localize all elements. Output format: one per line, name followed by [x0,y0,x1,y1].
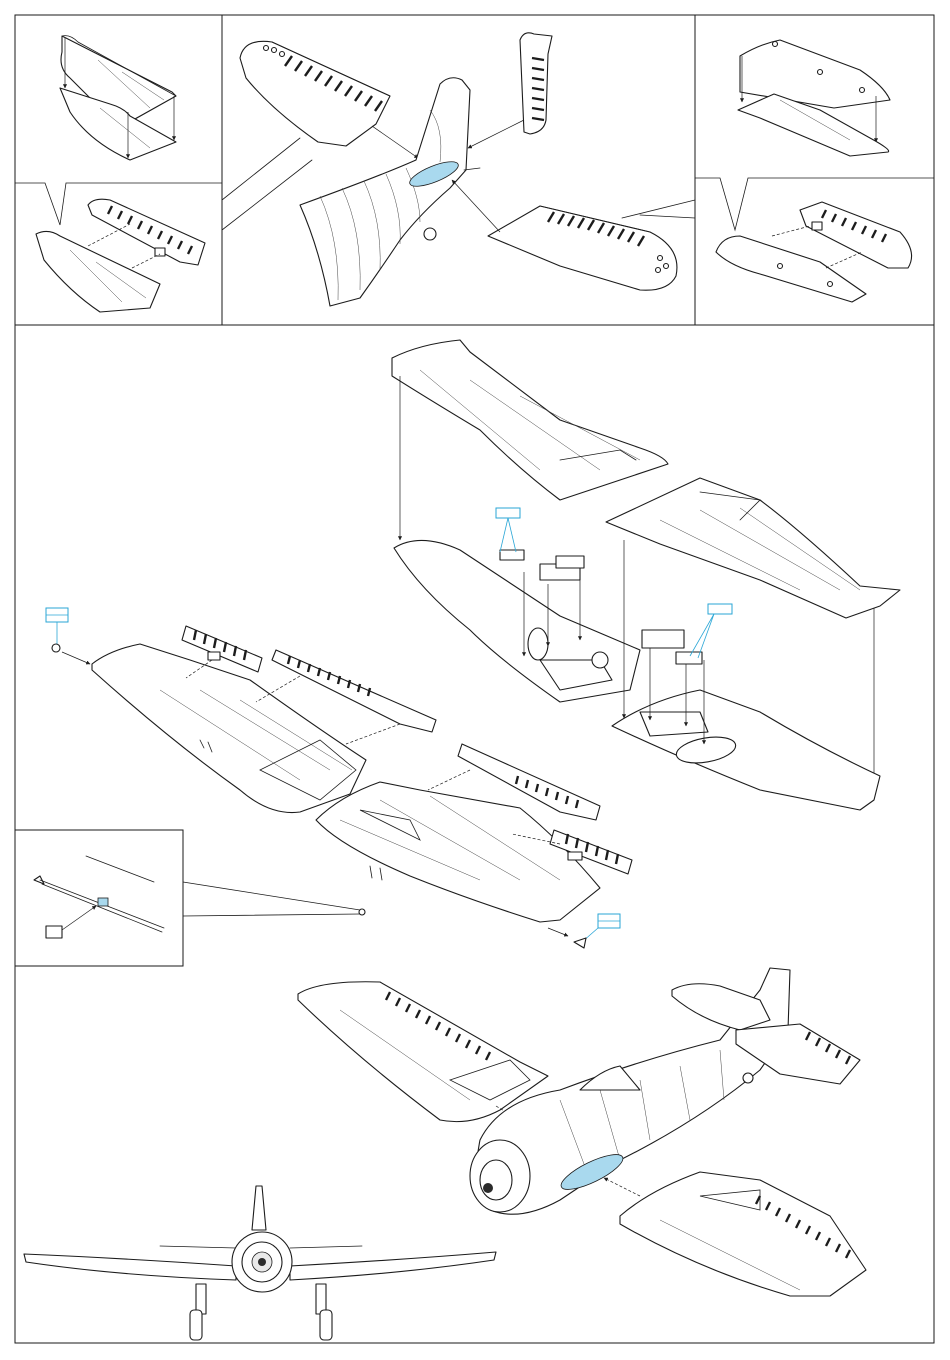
panel-top-left [36,36,205,312]
panel-main [15,340,900,1340]
elevator-rib-panel-right [452,180,677,290]
elevator-rib-panel-small-right [800,202,912,268]
right-wing-assembled [604,1172,866,1296]
panel-top-right [716,40,912,302]
front-left-wing [24,1254,236,1280]
wing-upper-skin-left [392,340,668,540]
callout-box-1 [496,508,520,552]
callout-box-3 [46,608,68,646]
callout-box-4 [582,914,620,942]
tail-wheel [424,228,436,240]
tail-wheel-assembled [743,1073,753,1083]
aircraft-three-quarter-view [298,968,866,1296]
front-right-wing [290,1252,496,1280]
callout-box-2 [690,604,732,658]
elevator-rib-panel-upper [240,41,418,158]
front-vertical-tail [252,1186,266,1230]
aircraft-front-view [24,1186,496,1340]
wing-lower-panel-right [612,648,880,810]
panel-top-center [240,33,677,306]
front-right-wheel [320,1310,332,1340]
rudder-rib-panel [468,33,552,148]
bracket-parts-right [642,630,702,664]
wing-lower-panel-left [394,540,640,702]
detail-inset [15,830,365,966]
front-left-wheel [190,1310,202,1340]
elevator-rib-panel-small [88,199,205,265]
wingtip-light-right [574,938,586,948]
bracket-parts-left [500,550,584,580]
left-wing-assembled [298,982,548,1124]
wingtip-light-left [52,644,60,652]
